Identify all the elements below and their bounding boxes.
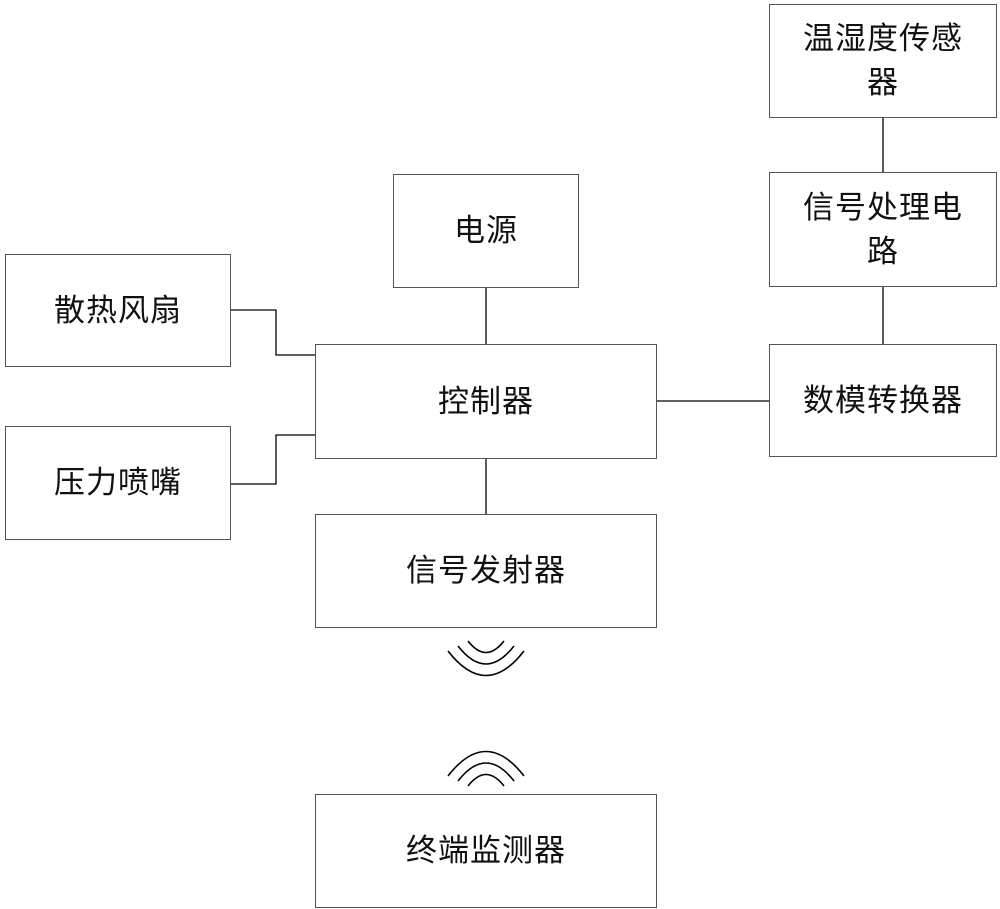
signal-transmitter-label: 信号发射器: [406, 553, 566, 589]
signal-processing-circuit-block: 信号处理电路: [769, 172, 997, 287]
power-block: 电源: [393, 174, 579, 288]
power-label: 电源: [454, 213, 518, 249]
pressure-nozzle-label: 压力喷嘴: [54, 465, 182, 501]
signal-transmitter-block: 信号发射器: [315, 514, 657, 628]
temp-humidity-sensor-label: 温湿度传感器: [803, 21, 963, 101]
wire-nozzle-controller: [231, 434, 315, 485]
wire-fan-controller: [231, 309, 315, 356]
cooling-fan-label: 散热风扇: [54, 292, 182, 329]
dac-converter-label: 数模转换器: [803, 382, 963, 419]
dac-converter-block: 数模转换器: [769, 344, 997, 457]
controller-block: 控制器: [315, 344, 657, 459]
wireless-receive-icon: [447, 750, 525, 787]
terminal-monitor-label: 终端监测器: [406, 833, 566, 869]
terminal-monitor-block: 终端监测器: [315, 794, 657, 908]
wireless-emit-icon: [447, 640, 525, 677]
signal-processing-circuit-label: 信号处理电路: [803, 189, 963, 270]
temp-humidity-sensor-block: 温湿度传感器: [769, 4, 997, 118]
cooling-fan-block: 散热风扇: [5, 254, 231, 367]
controller-label: 控制器: [438, 383, 534, 420]
pressure-nozzle-block: 压力喷嘴: [5, 426, 231, 540]
